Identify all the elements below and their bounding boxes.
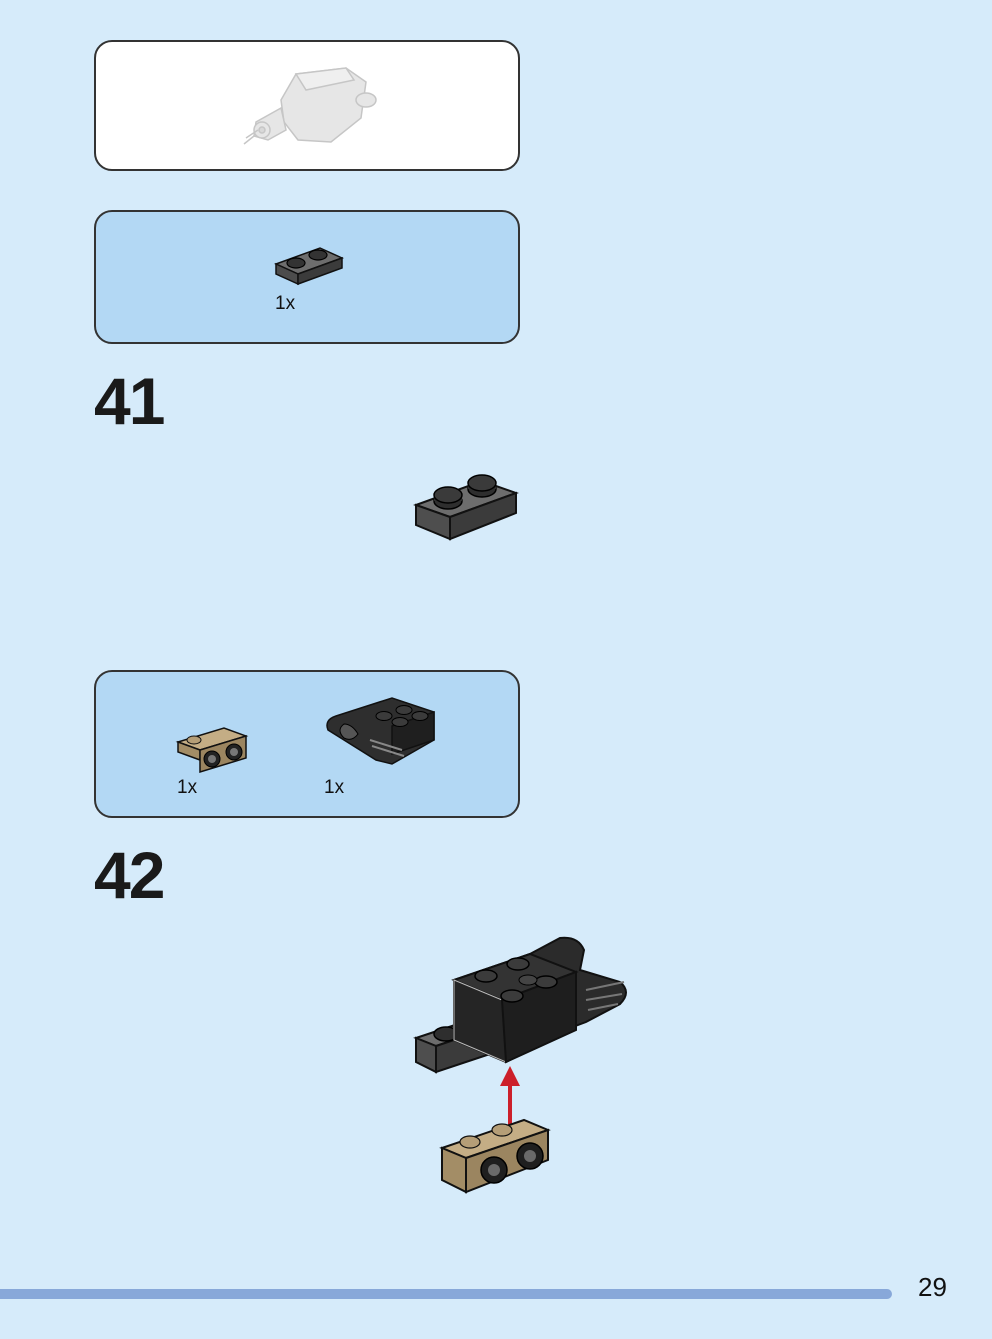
part-quantity: 1x bbox=[177, 777, 198, 798]
submodel-preview-panel bbox=[94, 40, 520, 171]
parts-list-step-41: 1x bbox=[94, 210, 520, 344]
step-41-assembly-plate bbox=[413, 474, 519, 541]
part-quantity: 1x bbox=[324, 777, 345, 798]
dark-gray-plate-icon bbox=[274, 247, 344, 286]
tan-bracket-plate-icon bbox=[175, 727, 249, 774]
step-number-42: 42 bbox=[94, 838, 165, 912]
black-clip-brick-icon bbox=[326, 697, 435, 765]
parts-list-step-42: 1x 1x bbox=[94, 670, 520, 818]
step-number-41: 41 bbox=[94, 364, 165, 438]
faded-assembly-illustration bbox=[243, 67, 377, 145]
footer-bar bbox=[0, 1289, 892, 1299]
step-42-assembly-illustration bbox=[413, 936, 627, 1194]
page-number: 29 bbox=[918, 1272, 947, 1302]
part-quantity: 1x bbox=[275, 293, 296, 314]
